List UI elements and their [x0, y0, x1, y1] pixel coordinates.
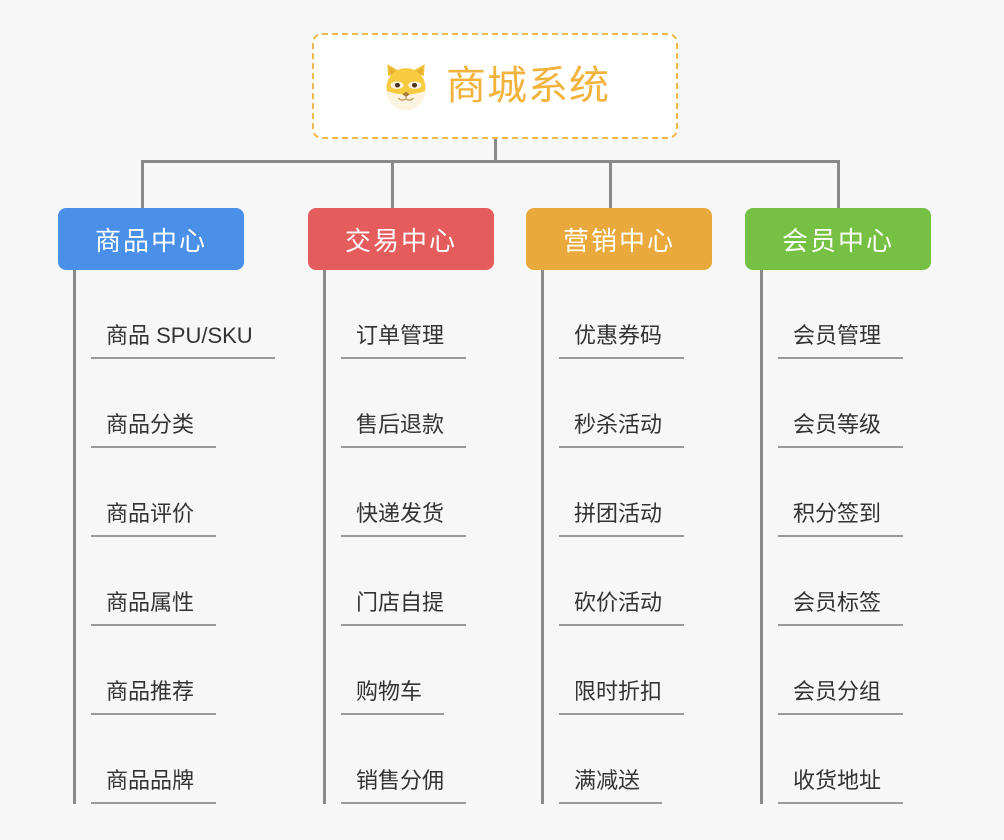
connector-drop-1: [141, 160, 144, 208]
branch-item-list: 订单管理售后退款快递发货门店自提购物车销售分佣: [323, 270, 494, 804]
branch-item[interactable]: 会员分组: [763, 626, 931, 715]
branch-item[interactable]: 门店自提: [326, 537, 494, 626]
branch-column: 会员中心会员管理会员等级积分签到会员标签会员分组收货地址: [745, 208, 931, 804]
branch-item-label: 积分签到: [778, 501, 904, 537]
branch-item-label: 商品属性: [91, 590, 217, 626]
branch-item[interactable]: 销售分佣: [326, 715, 494, 804]
branch-item-list: 商品 SPU/SKU 商品分类商品评价商品属性商品推荐商品品牌: [73, 270, 275, 804]
branch-item-label: 销售分佣: [341, 768, 467, 804]
branch-item[interactable]: 商品分类: [76, 359, 244, 448]
branch-item[interactable]: 砍价活动: [544, 537, 712, 626]
branch-item-label: 会员管理: [778, 323, 904, 359]
branch-item-label: 门店自提: [341, 590, 467, 626]
branch-header-label: 会员中心: [781, 225, 894, 256]
branch-header[interactable]: 商品中心: [58, 208, 244, 270]
branch-item[interactable]: 会员等级: [763, 359, 931, 448]
branch-header-label: 营销中心: [562, 225, 675, 256]
branch-item-list: 会员管理会员等级积分签到会员标签会员分组收货地址: [760, 270, 931, 804]
branch-item-label: 商品 SPU/SKU: [91, 323, 275, 359]
branch-item-label: 商品品牌: [91, 768, 217, 804]
branch-header-label: 商品中心: [94, 225, 207, 256]
branch-item[interactable]: 收货地址: [763, 715, 931, 804]
branch-item[interactable]: 订单管理: [326, 270, 494, 359]
branch-item-label: 售后退款: [341, 412, 467, 448]
branch-item[interactable]: 积分签到: [763, 448, 931, 537]
dog-face-icon: [380, 60, 432, 112]
branch-item-label: 收货地址: [778, 768, 904, 804]
branch-header[interactable]: 交易中心: [308, 208, 494, 270]
branch-item[interactable]: 会员标签: [763, 537, 931, 626]
branch-header[interactable]: 营销中心: [526, 208, 712, 270]
branch-item-label: 会员等级: [778, 412, 904, 448]
branch-item[interactable]: 购物车: [326, 626, 494, 715]
connector-bus: [141, 160, 840, 163]
root-node[interactable]: 商城系统: [312, 33, 678, 139]
branch-item[interactable]: 商品属性: [76, 537, 244, 626]
root-title: 商城系统: [446, 64, 610, 108]
branch-item-list: 优惠券码秒杀活动拼团活动砍价活动限时折扣满减送: [541, 270, 712, 804]
branch-item-label: 砍价活动: [559, 590, 685, 626]
connector-drop-4: [837, 160, 840, 208]
branch-item[interactable]: 拼团活动: [544, 448, 712, 537]
branch-column: 交易中心订单管理售后退款快递发货门店自提购物车销售分佣: [308, 208, 494, 804]
branch-item-label: 优惠券码: [559, 323, 685, 359]
branch-header-label: 交易中心: [344, 225, 457, 256]
branch-item-label: 订单管理: [341, 323, 467, 359]
branch-item[interactable]: 限时折扣: [544, 626, 712, 715]
branch-item-label: 商品推荐: [91, 679, 217, 715]
branch-item-label: 拼团活动: [559, 501, 685, 537]
branch-item[interactable]: 优惠券码: [544, 270, 712, 359]
branch-item[interactable]: 商品评价: [76, 448, 244, 537]
connector-root-stem: [494, 139, 497, 162]
branch-item-label: 限时折扣: [559, 679, 685, 715]
branch-item-label: 会员分组: [778, 679, 904, 715]
branch-item[interactable]: 秒杀活动: [544, 359, 712, 448]
branch-item-label: 购物车: [341, 679, 445, 715]
branch-header[interactable]: 会员中心: [745, 208, 931, 270]
branch-item[interactable]: 商品品牌: [76, 715, 244, 804]
branch-item-label: 满减送: [559, 768, 663, 804]
connector-drop-2: [391, 160, 394, 208]
branch-column: 商品中心商品 SPU/SKU 商品分类商品评价商品属性商品推荐商品品牌: [58, 208, 275, 804]
connector-drop-3: [609, 160, 612, 208]
branch-item-label: 会员标签: [778, 590, 904, 626]
branch-item[interactable]: 满减送: [544, 715, 712, 804]
branch-item[interactable]: 售后退款: [326, 359, 494, 448]
branch-item[interactable]: 会员管理: [763, 270, 931, 359]
branch-item-label: 商品评价: [91, 501, 217, 537]
branch-item[interactable]: 快递发货: [326, 448, 494, 537]
branch-column: 营销中心优惠券码秒杀活动拼团活动砍价活动限时折扣满减送: [526, 208, 712, 804]
branch-item[interactable]: 商品 SPU/SKU: [76, 270, 275, 359]
branch-item[interactable]: 商品推荐: [76, 626, 244, 715]
branch-item-label: 商品分类: [91, 412, 217, 448]
branch-item-label: 快递发货: [341, 501, 467, 537]
branch-item-label: 秒杀活动: [559, 412, 685, 448]
